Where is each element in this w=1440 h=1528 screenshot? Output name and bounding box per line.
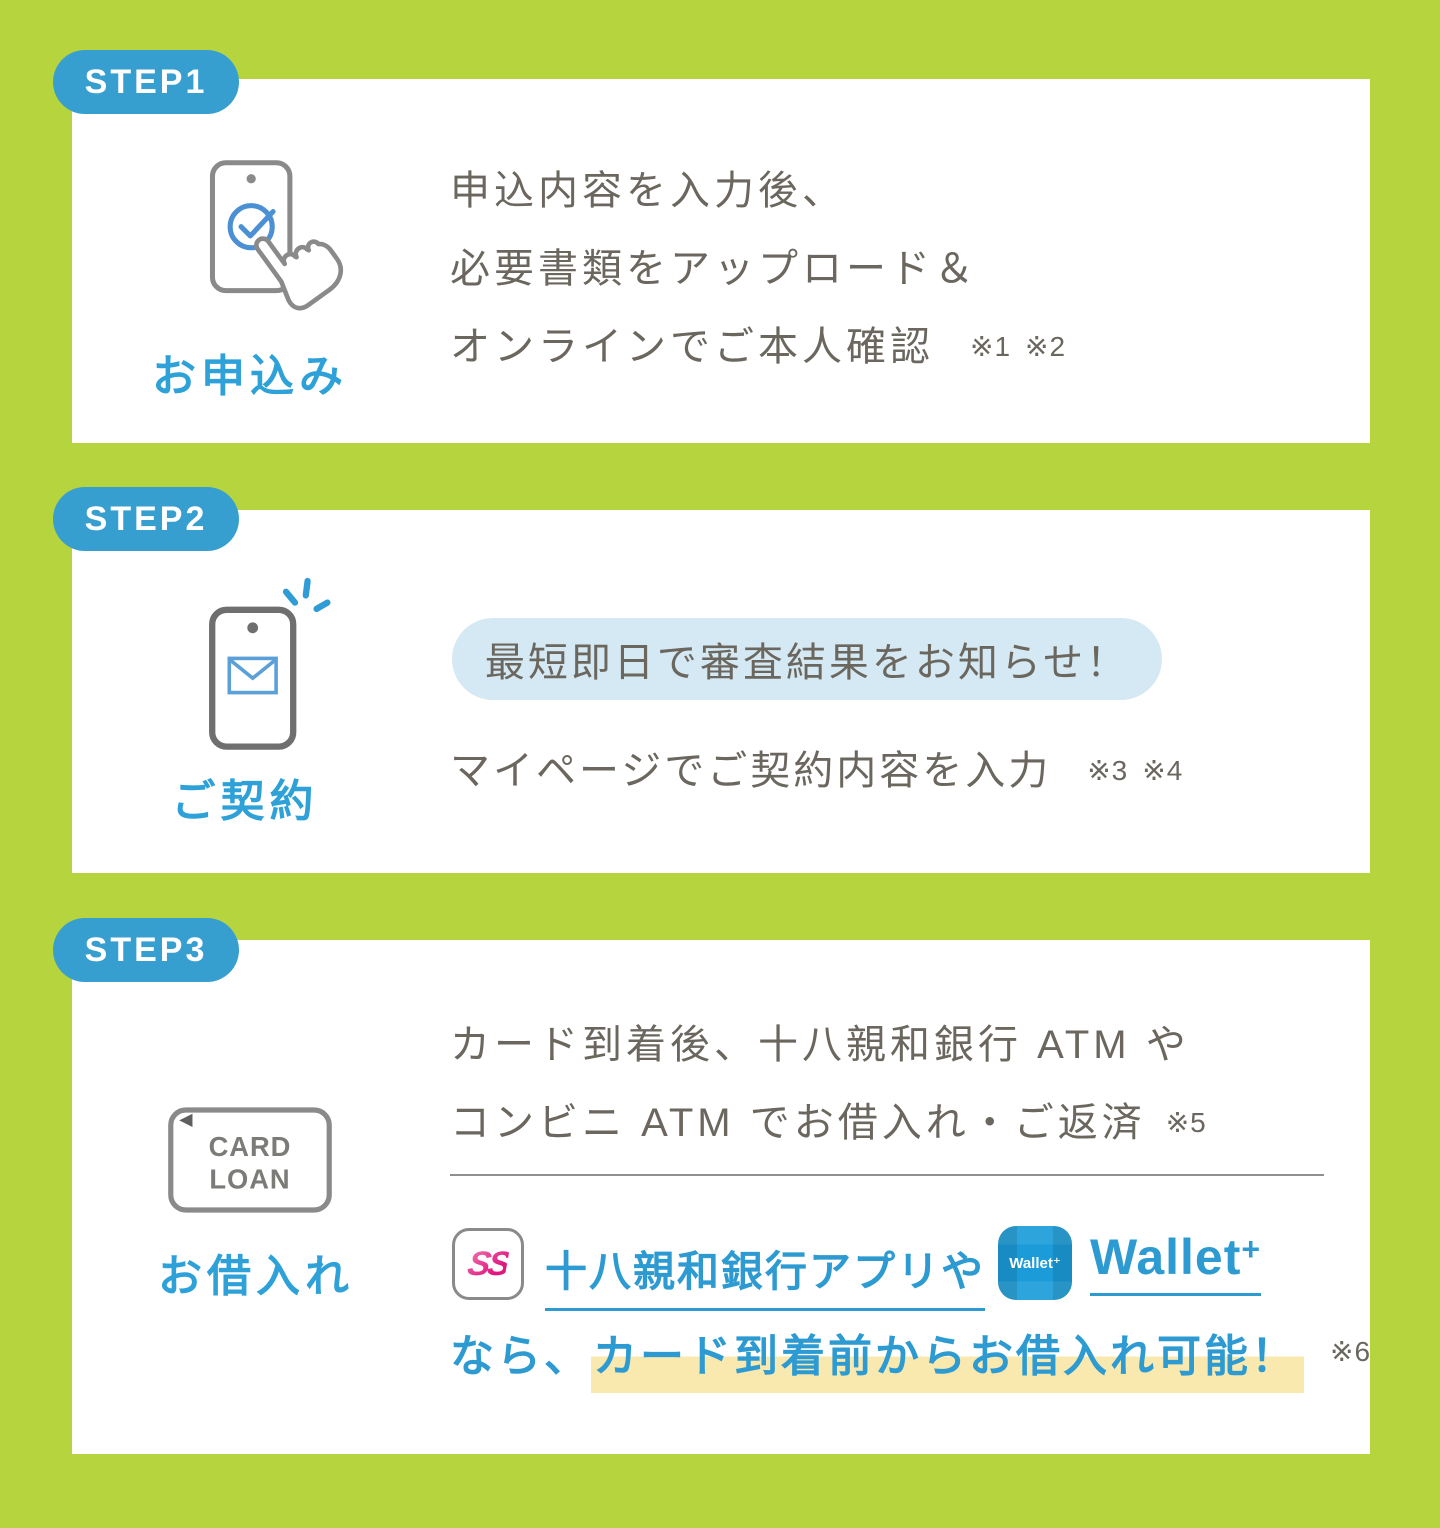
step2-badge-label: STEP2 bbox=[84, 499, 208, 538]
section-divider bbox=[450, 1174, 1324, 1176]
footnote-ref-3: ※3 bbox=[1087, 755, 1129, 786]
wallet-plus-sup: + bbox=[1241, 1231, 1262, 1267]
step3-badge: STEP3 bbox=[53, 918, 239, 982]
wallet-plus-link[interactable]: Wallet+ bbox=[1090, 1228, 1262, 1296]
bank-app-icon: SS bbox=[452, 1228, 524, 1300]
card-text-line1: CARD bbox=[209, 1131, 292, 1162]
step2-description: マイページでご契約内容を入力※3※4 bbox=[450, 749, 1184, 793]
step1-description: 申込内容を入力後、 必要書類をアップロード＆ オンラインでご本人確認※1※2 bbox=[450, 152, 1066, 386]
footnote-ref-1: ※1 bbox=[970, 331, 1012, 362]
step1-badge: STEP1 bbox=[53, 50, 239, 114]
step1-line2: 必要書類をアップロード＆ bbox=[450, 247, 978, 291]
wallet-icon-label: Wallet⁺ bbox=[1009, 1255, 1061, 1272]
step1-line3: オンラインでご本人確認※1※2 bbox=[450, 325, 1067, 369]
step2-badge: STEP2 bbox=[53, 487, 239, 551]
phone-check-hand-icon bbox=[209, 160, 344, 311]
footnote-ref-2: ※2 bbox=[1025, 331, 1067, 362]
step1-badge-label: STEP1 bbox=[84, 62, 208, 101]
bank-logo-glyph: SS bbox=[465, 1244, 512, 1283]
card-loan-icon: CARD LOAN bbox=[168, 1107, 332, 1213]
step3-line1: カード到着後、十八親和銀行 ATM や bbox=[450, 1023, 1190, 1067]
bank-app-link[interactable]: 十八親和銀行アプリや bbox=[545, 1238, 986, 1311]
step3-tail-line: なら、カード到着前からお借入れ可能！ ※6 bbox=[450, 1320, 1372, 1393]
step1-line1: 申込内容を入力後、 bbox=[450, 169, 846, 213]
phone-mail-icon bbox=[209, 577, 331, 750]
step3-description: カード到着後、十八親和銀行 ATM や コンビニ ATM でお借入れ・ご返済※5 bbox=[450, 1006, 1207, 1162]
step3-label: お借入れ bbox=[158, 1252, 354, 1301]
footnote-ref-4: ※4 bbox=[1142, 755, 1184, 786]
wallet-plus-app-icon: Wallet⁺ bbox=[998, 1226, 1072, 1300]
step2-label: ご契約 bbox=[171, 777, 319, 826]
step1-label: お申込み bbox=[152, 352, 348, 401]
step2-highlight-pill: 最短即日で審査結果をお知らせ！ bbox=[452, 618, 1162, 700]
tail-plain-text: なら、 bbox=[450, 1332, 591, 1381]
tail-highlighted-text: カード到着前からお借入れ可能！ bbox=[591, 1332, 1304, 1393]
step3-badge-label: STEP3 bbox=[84, 930, 208, 969]
footnote-ref-6: ※6 bbox=[1330, 1336, 1372, 1367]
step3-line2: コンビニ ATM でお借入れ・ご返済※5 bbox=[450, 1101, 1207, 1145]
card-text-line2: LOAN bbox=[209, 1163, 290, 1194]
footnote-ref-5: ※5 bbox=[1165, 1107, 1207, 1138]
